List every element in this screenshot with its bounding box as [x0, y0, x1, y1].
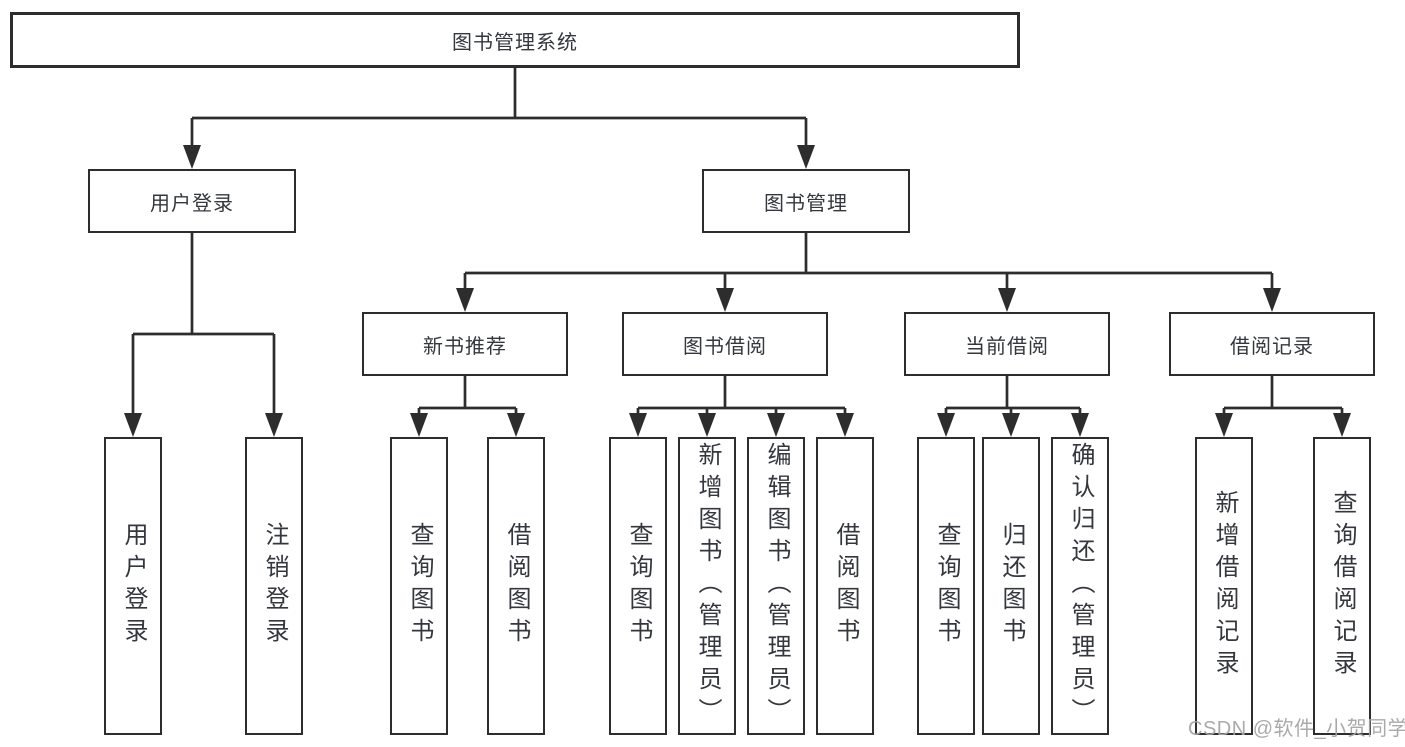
- node-user-login: 用户登录: [88, 169, 296, 233]
- leaf-label: 注销登录: [261, 522, 288, 650]
- arrowhead: [456, 288, 474, 312]
- leaf-logout: 注销登录: [245, 437, 303, 735]
- csdn-watermark: CSDN @软件_小贺同学: [1188, 718, 1405, 740]
- leaf-label: 查询图书: [625, 522, 652, 650]
- leaf-query-books: 查询图书: [390, 437, 448, 735]
- leaf-add-books-admin: 新增图书（管理员）: [678, 437, 736, 735]
- node-borrow-records: 借阅记录: [1169, 312, 1375, 376]
- leaf-label: 确认归还（管理员）: [1067, 442, 1094, 730]
- arrowhead: [265, 413, 283, 437]
- node-system-root: 图书管理系统: [10, 12, 1020, 68]
- leaf-confirm-return-admin: 确认归还（管理员）: [1051, 437, 1109, 735]
- arrowhead: [1215, 413, 1233, 437]
- leaf-return-books: 归还图书: [982, 437, 1040, 735]
- connector-segments: [131, 68, 1344, 414]
- arrowhead: [998, 288, 1016, 312]
- leaf-label: 查询借阅记录: [1329, 490, 1356, 682]
- arrowhead: [183, 145, 201, 169]
- leaf-edit-books-admin: 编辑图书（管理员）: [747, 437, 805, 735]
- arrowhead: [507, 413, 525, 437]
- leaf-label: 借阅图书: [503, 522, 530, 650]
- leaf-label: 归还图书: [998, 522, 1025, 650]
- node-label: 新书推荐: [423, 335, 507, 358]
- arrowhead: [1263, 288, 1281, 312]
- arrowhead: [698, 413, 716, 437]
- leaf-borrow-books: 借阅图书: [816, 437, 874, 735]
- arrowhead: [836, 413, 854, 437]
- arrowhead: [1002, 413, 1020, 437]
- arrowhead: [629, 413, 647, 437]
- arrowhead: [716, 288, 734, 312]
- leaf-query-borrow-record: 查询借阅记录: [1313, 437, 1371, 735]
- node-label: 用户登录: [150, 192, 234, 215]
- arrowhead: [937, 413, 955, 437]
- arrowhead: [767, 413, 785, 437]
- leaf-label: 新增借阅记录: [1211, 490, 1238, 682]
- leaf-user-login: 用户登录: [104, 437, 162, 735]
- node-book-management: 图书管理: [702, 169, 910, 233]
- node-label: 图书管理: [764, 192, 848, 215]
- leaf-add-borrow-record: 新增借阅记录: [1195, 437, 1253, 735]
- leaf-label: 用户登录: [120, 522, 147, 650]
- node-new-book-recommend: 新书推荐: [362, 312, 568, 376]
- leaf-label: 新增图书（管理员）: [694, 442, 721, 730]
- leaf-label: 借阅图书: [832, 522, 859, 650]
- leaf-query-books: 查询图书: [609, 437, 667, 735]
- arrowheads: [124, 145, 1351, 437]
- leaf-label: 查询图书: [406, 522, 433, 650]
- leaf-query-books: 查询图书: [917, 437, 975, 735]
- node-label: 当前借阅: [965, 335, 1049, 358]
- arrowhead: [124, 413, 142, 437]
- node-label: 图书借阅: [683, 335, 767, 358]
- leaf-borrow-books: 借阅图书: [487, 437, 545, 735]
- node-book-borrow: 图书借阅: [622, 312, 828, 376]
- leaf-label: 查询图书: [933, 522, 960, 650]
- arrowhead: [797, 145, 815, 169]
- arrowhead: [410, 413, 428, 437]
- arrowhead: [1333, 413, 1351, 437]
- node-current-borrow: 当前借阅: [904, 312, 1110, 376]
- leaf-label: 编辑图书（管理员）: [763, 442, 790, 730]
- node-label: 借阅记录: [1230, 335, 1314, 358]
- node-label: 图书管理系统: [452, 31, 578, 54]
- arrowhead: [1071, 413, 1089, 437]
